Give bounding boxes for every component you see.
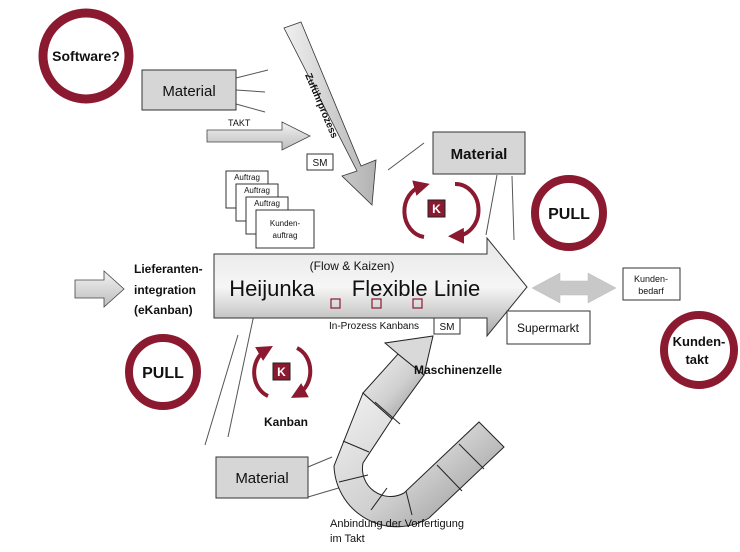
auftrag-label-2: Auftrag: [244, 186, 270, 195]
kanban-label: Kanban: [264, 415, 308, 429]
k-label-bottom: K: [277, 365, 286, 379]
sm-label-top: SM: [313, 158, 328, 169]
pull-circle-right: [531, 175, 607, 251]
pull-label-left: PULL: [142, 365, 184, 382]
sm-box-bottom: [433, 317, 461, 335]
kanban-loop-bottom: K: [252, 345, 313, 398]
zufuhrprozess-arrow: [283, 21, 377, 206]
order-stack: Auftrag Auftrag Auftrag Kunden- auftrag: [225, 170, 315, 249]
flexible-linie-label: Flexible Linie: [352, 276, 480, 301]
takt-arrow: [206, 121, 311, 151]
kundenauftrag-label-line2: auftrag: [273, 231, 298, 240]
lieferanten-label-line3: (eKanban): [134, 303, 193, 317]
lieferanten-arrow: [74, 270, 125, 308]
material-label-bottom: Material: [235, 470, 288, 487]
in-prozess-kanbans-label: In-Prozess Kanbans: [329, 321, 419, 332]
sm-label-bottom: SM: [440, 322, 455, 333]
pull-circle-left: [125, 334, 201, 410]
material-box-top-left: [141, 69, 237, 111]
kanban-loop-top: K: [402, 180, 481, 244]
material-label-top-left: Material: [162, 83, 215, 100]
in-process-kanban-square-1: [330, 298, 341, 309]
auftrag-label-3: Auftrag: [254, 199, 280, 208]
kanban-card-top: [427, 199, 446, 218]
takt-label: TAKT: [228, 118, 251, 128]
software-label: Software?: [52, 48, 120, 64]
kundenbedarf-label-line2: bedarf: [638, 286, 664, 296]
supermarkt-box: [506, 310, 591, 345]
kundenauftrag-label-line1: Kunden-: [270, 219, 301, 228]
connector-lines: [204, 69, 515, 498]
k-label-top: K: [432, 202, 441, 216]
kanban-card-bottom: [272, 362, 291, 381]
anbindung-label-line1: Anbindung der Vorfertigung: [330, 518, 464, 530]
flow-kaizen-label: (Flow & Kaizen): [310, 259, 395, 273]
material-box-top-right: [432, 131, 526, 175]
kundenbedarf-box: [622, 267, 681, 301]
kundentakt-label-line1: Kunden-: [673, 334, 726, 349]
maschinenzelle-label: Maschinenzelle: [414, 363, 502, 377]
kundenbedarf-label-line1: Kunden-: [634, 274, 668, 284]
kundentakt-circle: [660, 311, 738, 389]
maschinenzelle-shape: [333, 335, 505, 528]
pull-label-right: PULL: [548, 206, 590, 223]
double-arrow: [531, 272, 617, 304]
anbindung-label-line2: im Takt: [330, 533, 365, 545]
heijunka-label: Heijunka: [229, 276, 315, 301]
in-process-kanban-square-2: [371, 298, 382, 309]
lieferanten-label-line2: integration: [134, 283, 196, 297]
in-process-kanban-square-3: [412, 298, 423, 309]
material-box-bottom: [215, 456, 309, 499]
auftrag-label-1: Auftrag: [234, 173, 260, 182]
supermarkt-label: Supermarkt: [517, 321, 580, 335]
lieferanten-label-line1: Lieferanten-: [134, 262, 203, 276]
material-label-top-right: Material: [451, 146, 508, 163]
sm-box-top: [306, 153, 334, 171]
software-circle: [38, 8, 134, 104]
kundentakt-label-line2: takt: [685, 352, 709, 367]
